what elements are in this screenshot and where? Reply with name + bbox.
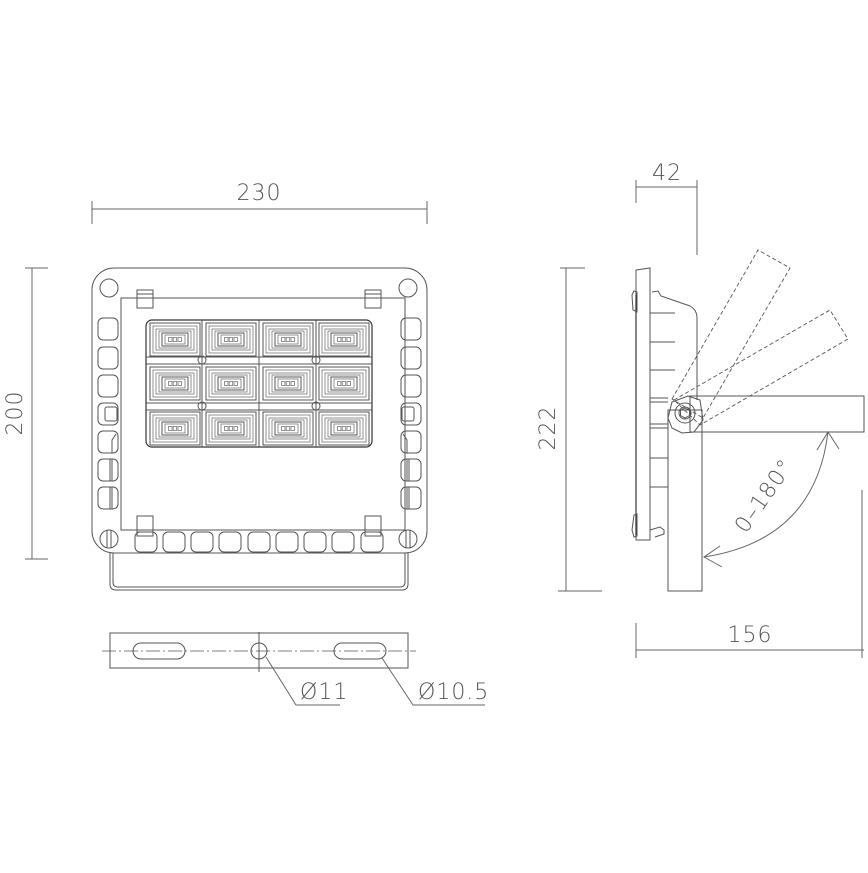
rotation-angle: 0–180° [703, 431, 840, 568]
height-222-label: 222 [536, 406, 561, 451]
dimension-depth-42: 42 [635, 161, 698, 255]
dimension-width-230: 230 [91, 181, 428, 224]
left-vents [97, 317, 119, 510]
housing-side [635, 267, 651, 541]
bracket-arm-horizontal [689, 395, 865, 433]
screw-hole-icon [99, 529, 119, 549]
front-view: 230 200 [3, 181, 428, 591]
dimension-height-222: 222 [536, 267, 602, 592]
clip [136, 515, 154, 537]
dimension-length-156: 156 [635, 623, 864, 658]
housing-outline [91, 267, 428, 554]
bracket-arm-vertical [667, 409, 703, 592]
pivot-bolt-icon [674, 402, 696, 424]
bracket-bottom-view: Ø11 Ø10.5 [102, 632, 489, 706]
screw-hole-icon [398, 529, 418, 549]
right-vents [400, 317, 422, 510]
rotation-ghosts [671, 249, 849, 426]
height-dimension-label: 200 [3, 391, 28, 436]
center-hole [250, 642, 268, 660]
rotation-label: 0–180° [730, 455, 799, 538]
clip [364, 515, 382, 537]
dimension-height-200: 200 [3, 267, 48, 560]
side-view: 42 222 [536, 161, 865, 658]
screw-hole-icon [99, 278, 119, 298]
screw-hole-icon [398, 278, 418, 298]
slot-right [333, 642, 387, 660]
clip [364, 289, 382, 309]
width-dimension-label: 230 [237, 181, 282, 206]
slot-label: Ø10.5 [418, 680, 489, 705]
length-dimension-label: 156 [728, 623, 773, 648]
slot-left [132, 642, 186, 660]
center-hole-label: Ø11 [300, 680, 348, 705]
clip [136, 289, 154, 309]
pivot-knuckle [667, 395, 704, 434]
bracket-front [109, 553, 409, 591]
led-panel [145, 319, 373, 448]
depth-dimension-label: 42 [652, 161, 682, 186]
bottom-vents [134, 531, 384, 553]
